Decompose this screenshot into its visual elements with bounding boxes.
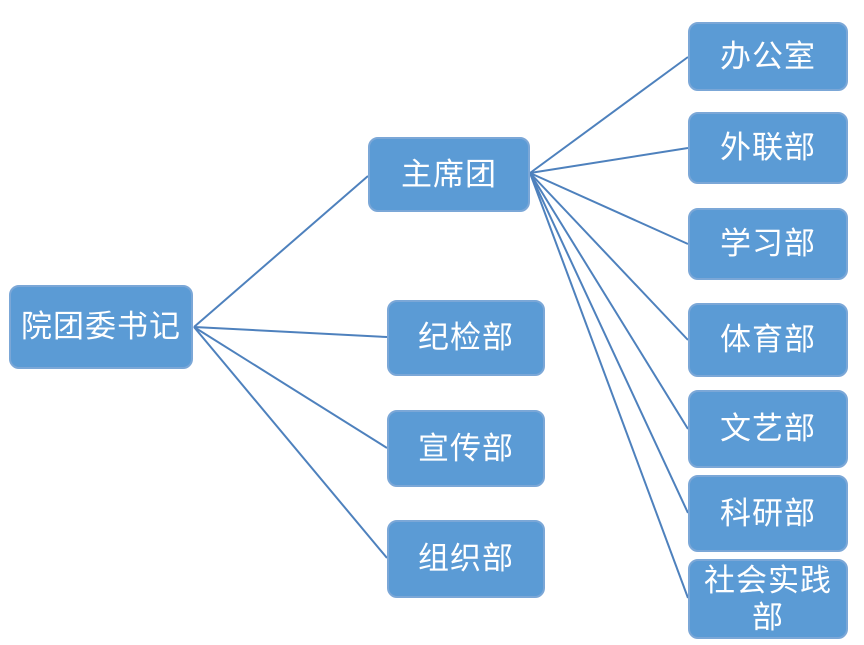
node-label: 外联部 [720, 130, 816, 166]
connector-root-discipline [193, 326, 388, 338]
node-study-dept: 学习部 [688, 208, 848, 280]
connector-presidium-research [529, 172, 689, 514]
connector-presidium-socialpractice [529, 172, 689, 599]
connector-root-publicity [193, 326, 388, 449]
connector-root-presidium [193, 175, 369, 328]
node-label: 组织部 [418, 541, 514, 577]
node-label: 主席团 [401, 156, 497, 192]
node-label: 文艺部 [720, 411, 816, 447]
node-organization-dept: 组织部 [387, 520, 545, 598]
node-label: 办公室 [720, 38, 816, 74]
node-arts-dept: 文艺部 [688, 390, 848, 468]
node-discipline-dept: 纪检部 [387, 300, 545, 376]
node-label: 纪检部 [418, 320, 514, 356]
connector-root-organization [193, 326, 388, 559]
node-label: 体育部 [720, 322, 816, 358]
node-sports-dept: 体育部 [688, 303, 848, 377]
connector-presidium-office [529, 56, 689, 174]
node-label: 社会实践部 [704, 562, 832, 635]
node-label: 科研部 [720, 495, 816, 531]
node-research-dept: 科研部 [688, 475, 848, 552]
node-presidium: 主席团 [368, 137, 530, 212]
node-committee-secretary: 院团委书记 [9, 285, 193, 369]
connector-presidium-external [529, 147, 689, 174]
node-label: 宣传部 [418, 430, 514, 466]
node-external-relations-dept: 外联部 [688, 112, 848, 184]
connector-presidium-sports [529, 172, 689, 341]
connector-presidium-arts [529, 172, 689, 430]
connector-presidium-study [529, 172, 689, 245]
node-publicity-dept: 宣传部 [387, 410, 545, 487]
node-label: 院团委书记 [21, 309, 181, 345]
node-office: 办公室 [688, 22, 848, 91]
node-social-practice-dept: 社会实践部 [688, 559, 848, 639]
node-label: 学习部 [720, 226, 816, 262]
